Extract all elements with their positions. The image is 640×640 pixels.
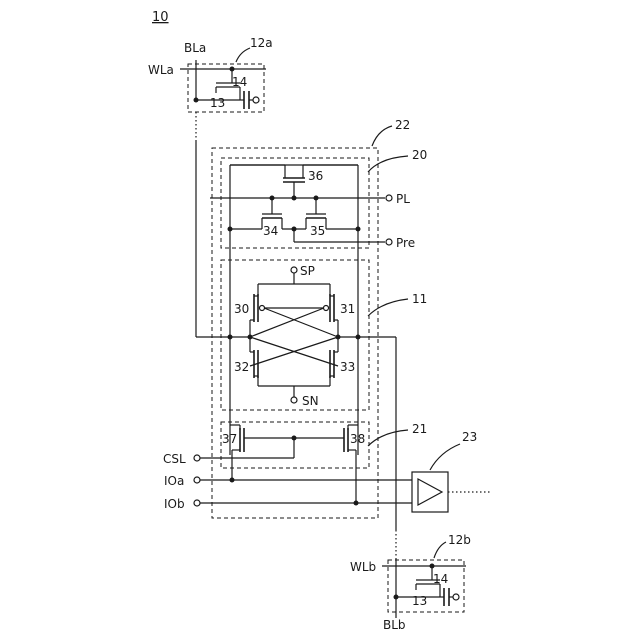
- memory-cell-top: BLa WLa 12a 14 13: [148, 36, 273, 337]
- bitline-a-label: BLa: [184, 41, 206, 55]
- ioa-label: IOa: [164, 474, 184, 488]
- transistor-32-label: 32: [234, 360, 249, 374]
- cell-top-leader: [236, 48, 250, 62]
- iob-label: IOb: [164, 497, 185, 511]
- bitline-b-label: BLb: [383, 618, 406, 632]
- pl-label: PL: [396, 192, 410, 206]
- column-select-ref: 21: [412, 422, 427, 436]
- transistor-38: 38: [344, 425, 365, 458]
- transistor-36-label: 36: [308, 169, 323, 183]
- sense-amp-ref: 11: [412, 292, 427, 306]
- figure-number: 10: [152, 10, 169, 25]
- transistor-35-label: 35: [310, 224, 325, 238]
- wordline-a-label: WLa: [148, 63, 174, 77]
- transistor-38-label: 38: [350, 432, 365, 446]
- csl-label: CSL: [163, 452, 186, 466]
- sense-unit-leader: [372, 126, 392, 146]
- io-amplifier: 23: [412, 430, 492, 512]
- sense-amp-boundary: [221, 260, 369, 410]
- transistor-33: 33: [330, 337, 355, 386]
- cell-top-boundary: [188, 64, 264, 112]
- sense-unit-boundary: [212, 148, 378, 518]
- pre-label: Pre: [396, 236, 415, 250]
- transistor-top-label: 13: [210, 96, 225, 110]
- column-select-leader: [368, 430, 408, 446]
- cell-top-ref: 12a: [250, 36, 273, 50]
- wordline-b-label: WLb: [350, 560, 376, 574]
- transistor-31-label: 31: [340, 302, 355, 316]
- transistor-37: 37: [222, 425, 244, 458]
- precharge-leader: [368, 156, 408, 172]
- precharge-boundary: [221, 158, 369, 248]
- sense-amp-leader: [368, 299, 408, 316]
- cell-bottom-ref: 12b: [448, 533, 471, 547]
- transistor-34: 34: [230, 198, 282, 238]
- io-amp-leader: [430, 444, 460, 470]
- cell-bottom-leader: [434, 542, 446, 558]
- transistor-36: 36: [230, 165, 358, 198]
- transistor-30-label: 30: [234, 302, 249, 316]
- amplifier-icon: [418, 479, 442, 505]
- transistor-33-label: 33: [340, 360, 355, 374]
- transistor-32: 32: [234, 337, 258, 386]
- transistor-bottom-label: 13: [412, 594, 427, 608]
- transistor-35: 35: [306, 198, 358, 238]
- memory-cell-bottom: 12b WLb BLb 14 13: [350, 533, 471, 632]
- sp-label: SP: [300, 264, 315, 278]
- sense-unit-ref: 22: [395, 118, 410, 132]
- precharge-ref: 20: [412, 148, 427, 162]
- sn-label: SN: [302, 394, 319, 408]
- transistor-34-label: 34: [263, 224, 278, 238]
- transistor-37-label: 37: [222, 432, 237, 446]
- io-amp-ref: 23: [462, 430, 477, 444]
- transistor-31: 31: [324, 284, 356, 337]
- transistor-30: 30: [234, 284, 265, 337]
